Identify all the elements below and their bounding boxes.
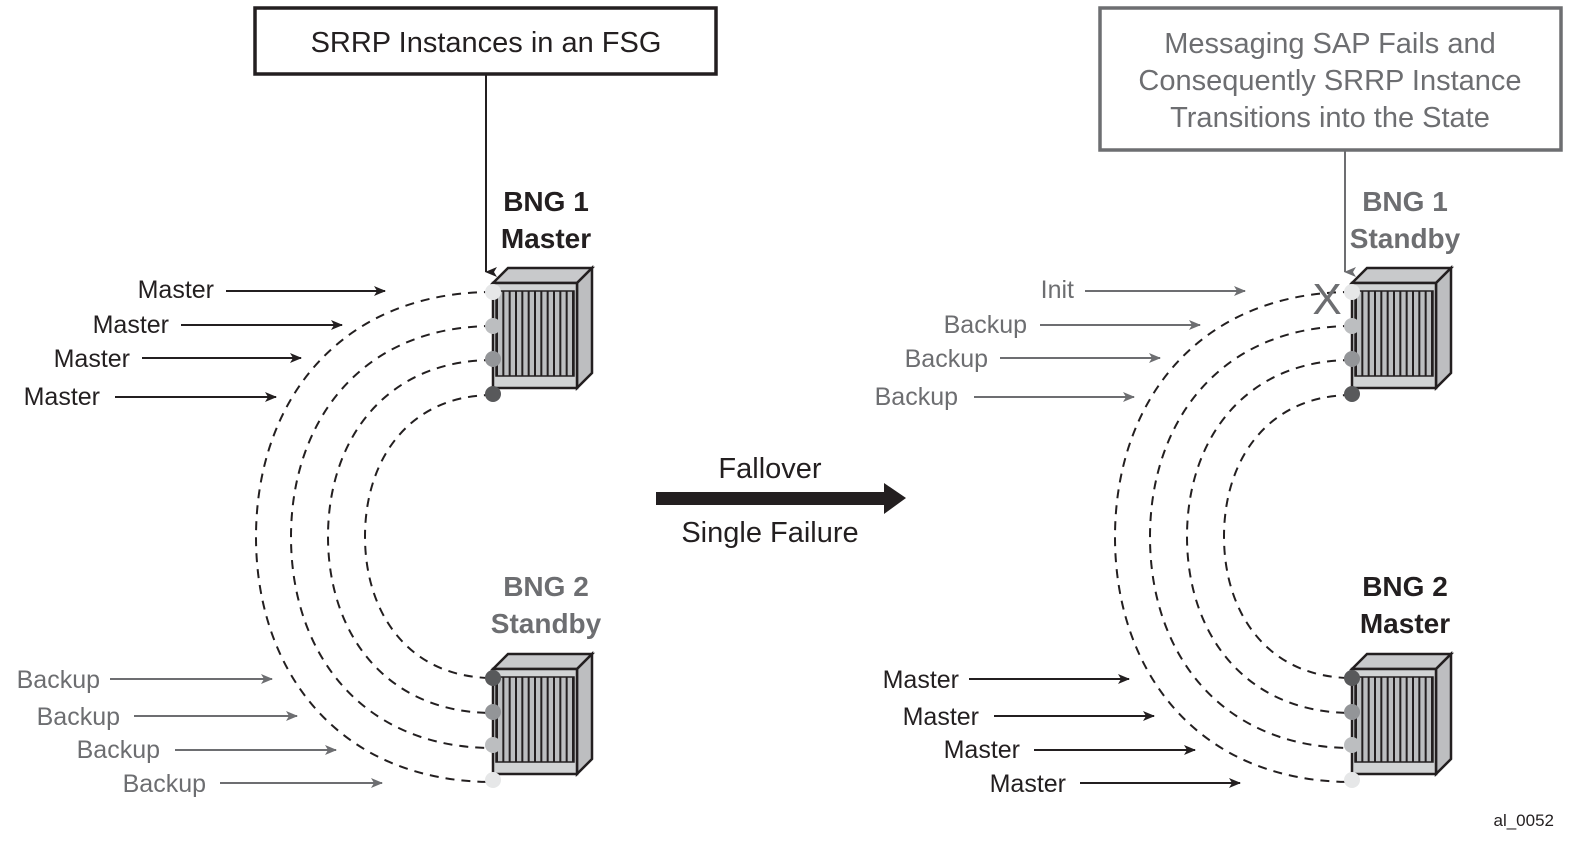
srrp-instance-arc (289, 325, 494, 749)
srrp-instance-arc (1113, 291, 1353, 783)
bng2-name: BNG 2 (1362, 571, 1448, 602)
instance-port-dot (485, 704, 501, 720)
router-side-face (1434, 650, 1453, 778)
right-callout: Messaging SAP Fails and Consequently SRR… (1098, 6, 1563, 277)
instance-state-label: Backup (875, 383, 958, 411)
callout-text-line: Consequently SRRP Instance (1138, 65, 1521, 97)
instance-port-dot (1344, 284, 1360, 300)
srrp-instance-arc (363, 394, 494, 679)
instance-state-label: Init (1041, 276, 1074, 304)
bng1-state: Standby (1350, 223, 1461, 254)
bng2-state: Master (1360, 608, 1450, 639)
instance-state-label: Master (24, 383, 100, 411)
callout-text-line: Messaging SAP Fails and (1164, 28, 1496, 60)
transition-label-above: Fallover (718, 453, 821, 485)
callout-text: SRRP Instances in an FSG (311, 27, 662, 59)
router-side-face (575, 264, 594, 392)
bng2-name: BNG 2 (503, 571, 589, 602)
router-top-face (1348, 266, 1455, 285)
instance-port-dot (1344, 772, 1360, 788)
callout-text-line: Transitions into the State (1170, 102, 1490, 134)
instance-state-label: Master (944, 736, 1020, 764)
router-top-face (489, 266, 596, 285)
instance-state-label: Master (903, 703, 979, 731)
bng2-instance-states: Master Master Master Master (883, 666, 1241, 798)
instance-state-label: Backup (77, 736, 160, 764)
instance-port-dot (485, 351, 501, 367)
srrp-instance-arcs (1113, 291, 1353, 783)
instance-state-label: Master (883, 666, 959, 694)
left-scenario: SRRP Instances in an FSG BNG 1 Master BN… (17, 6, 718, 798)
instance-port-dot (485, 670, 501, 686)
instance-port-dot (485, 386, 501, 402)
transition-label-below: Single Failure (681, 517, 858, 549)
instance-state-label: Master (93, 311, 169, 339)
router-top-face (489, 652, 596, 671)
bng1-instance-states: Init Backup Backup Backup (875, 276, 1246, 411)
instance-port-dot (1344, 351, 1360, 367)
callout-box (253, 6, 718, 76)
instance-port-dot (1344, 318, 1360, 334)
instance-port-dot (485, 284, 501, 300)
srrp-instance-arc (1185, 359, 1353, 714)
bng1-router-icon (1344, 264, 1455, 402)
instance-state-label: Backup (905, 345, 988, 373)
callout-box (1098, 6, 1563, 152)
router-top-face (1348, 652, 1455, 671)
bng1-name: BNG 1 (1362, 186, 1448, 217)
instance-port-dot (485, 737, 501, 753)
bng2-router-icon (1344, 650, 1455, 788)
instance-port-dot (1344, 670, 1360, 686)
instance-state-label: Backup (123, 770, 206, 798)
bng1-state: Master (501, 223, 591, 254)
srrp-instance-arc (254, 291, 494, 783)
bng2-state: Standby (491, 608, 602, 639)
failure-x-icon: X (1312, 275, 1341, 324)
srrp-instance-arcs (254, 291, 494, 783)
instance-port-dot (1344, 386, 1360, 402)
instance-state-label: Backup (944, 311, 1027, 339)
failover-transition: Fallover Single Failure (656, 453, 906, 549)
srrp-instance-arc (1222, 394, 1353, 679)
instance-state-label: Backup (17, 666, 100, 694)
bng2-instance-states: Backup Backup Backup Backup (17, 666, 383, 798)
right-scenario: Messaging SAP Fails and Consequently SRR… (875, 6, 1563, 798)
instance-state-label: Master (138, 276, 214, 304)
bng1-instance-states: Master Master Master Master (24, 276, 386, 411)
instance-state-label: Master (990, 770, 1066, 798)
left-callout: SRRP Instances in an FSG (253, 6, 718, 277)
instance-port-dot (1344, 737, 1360, 753)
instance-port-dot (485, 772, 501, 788)
failover-arrow (656, 483, 906, 514)
instance-port-dot (485, 318, 501, 334)
instance-state-label: Master (54, 345, 130, 373)
bng2-router-icon (485, 650, 596, 788)
instance-port-dot (1344, 704, 1360, 720)
bng1-router-icon (485, 264, 596, 402)
srrp-instance-arc (326, 359, 494, 714)
router-side-face (1434, 264, 1453, 392)
srrp-instance-arc (1148, 325, 1353, 749)
router-side-face (575, 650, 594, 778)
figure-id: al_0052 (1493, 811, 1554, 830)
bng1-name: BNG 1 (503, 186, 589, 217)
instance-state-label: Backup (37, 703, 120, 731)
